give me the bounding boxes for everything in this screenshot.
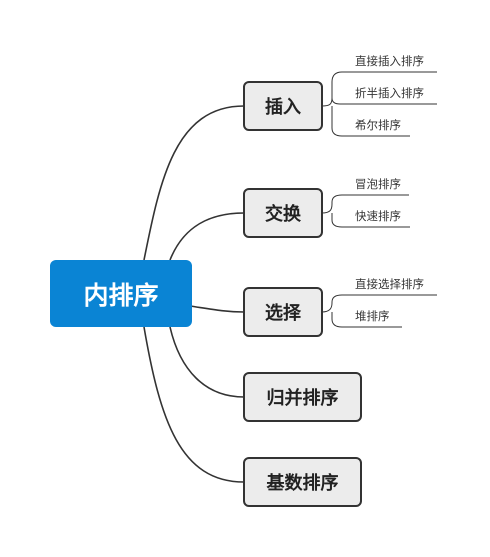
leaf-straight-selection-sort[interactable]: 直接选择排序 (355, 277, 424, 291)
root-node[interactable]: 内排序 (50, 260, 192, 327)
branch-node-radix-sort[interactable]: 基数排序 (243, 457, 362, 507)
branch-node-insert[interactable]: 插入 (243, 81, 323, 131)
branch-node-merge-sort[interactable]: 归并排序 (243, 372, 362, 422)
branch-node-select[interactable]: 选择 (243, 287, 323, 337)
connector-root-exchange (169, 212, 245, 261)
connector-root-radix (143, 326, 245, 483)
branch-node-exchange[interactable]: 交换 (243, 188, 323, 238)
leaf-straight-insertion-sort[interactable]: 直接插入排序 (355, 54, 424, 68)
leaf-binary-insertion-sort[interactable]: 折半插入排序 (355, 86, 424, 100)
connector-root-select (189, 305, 245, 313)
connector-root-merge (169, 326, 245, 398)
leaf-quick-sort[interactable]: 快速排序 (355, 209, 401, 223)
connector-insert-leaves (321, 71, 437, 137)
leaf-heap-sort[interactable]: 堆排序 (355, 309, 390, 323)
leaf-bubble-sort[interactable]: 冒泡排序 (355, 177, 401, 191)
connector-select-leaves (321, 294, 437, 328)
connector-root-insert (143, 105, 245, 261)
leaf-shell-sort[interactable]: 希尔排序 (355, 118, 401, 132)
connector-exchange-leaves (321, 194, 410, 228)
